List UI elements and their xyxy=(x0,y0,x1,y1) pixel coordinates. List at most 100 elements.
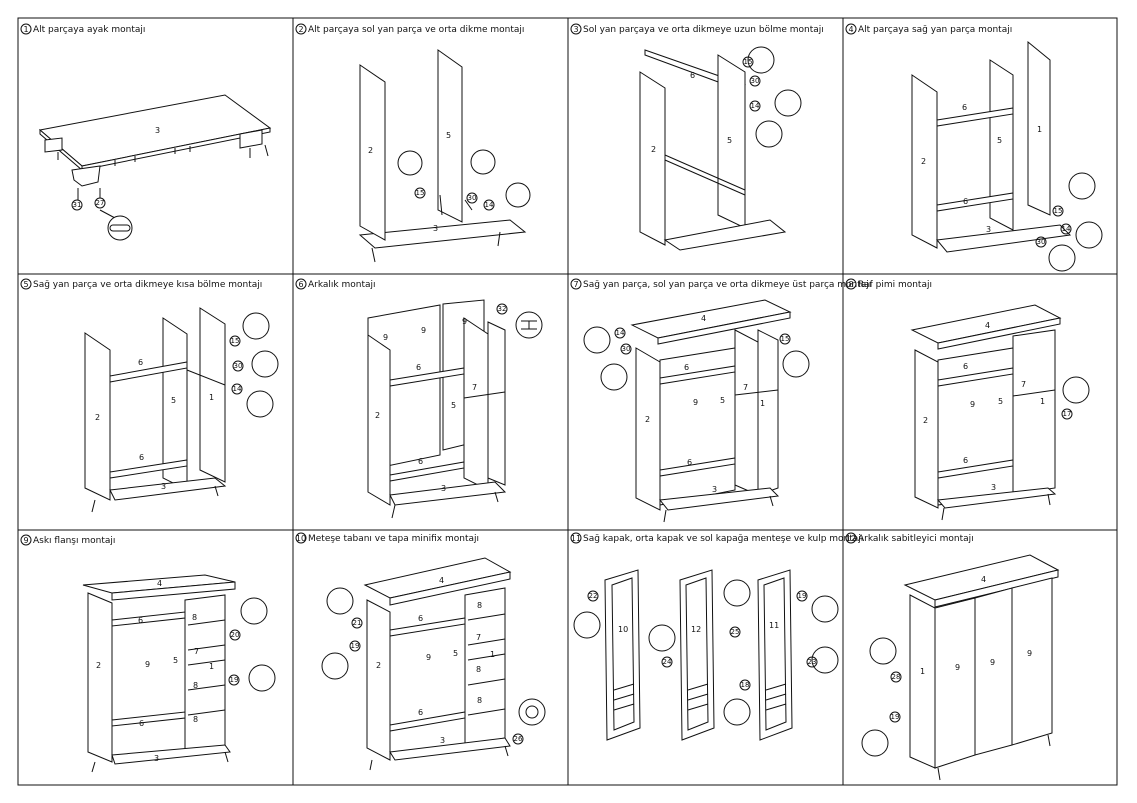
part-label: 1 xyxy=(1040,397,1045,406)
part-label: 1 xyxy=(490,650,495,659)
callout-badge xyxy=(496,303,508,315)
step-number: 1 xyxy=(23,25,28,34)
callout-number: 14 xyxy=(485,201,494,209)
callout-badge xyxy=(351,617,363,629)
callout-number: 15 xyxy=(744,58,753,66)
part-label: 5 xyxy=(727,136,732,145)
part-label: 8 xyxy=(477,601,482,610)
step-panel-5: 5 Sağ yan parça ve orta dikmeye kısa böl… xyxy=(20,278,279,513)
part-label: 6 xyxy=(962,103,967,112)
part-label: 3 xyxy=(440,736,445,745)
step-panel-7: 7 Sağ yan parça, sol yan parça ve orta d… xyxy=(570,278,871,523)
part-label: 6 xyxy=(416,363,421,372)
callout-badge xyxy=(512,733,524,745)
step-number-badge xyxy=(845,278,857,290)
part-label: 3 xyxy=(712,485,717,494)
callout-number: 27 xyxy=(96,199,105,207)
part-label: 2 xyxy=(95,413,100,422)
step-title: Arkalık sabitleyici montajı xyxy=(858,534,974,544)
callout-badge xyxy=(349,640,361,652)
callout-badge xyxy=(742,56,754,68)
step-title: Sol yan parçaya ve orta dikmeye uzun böl… xyxy=(583,25,824,35)
part-label: 9 xyxy=(990,658,995,667)
step-number-badge xyxy=(295,278,307,290)
part-label: 9 xyxy=(955,663,960,672)
carcass-drawing xyxy=(583,299,810,523)
callout-number: 14 xyxy=(233,385,242,393)
callout-number: 20 xyxy=(231,631,240,639)
step-number: 11 xyxy=(571,534,581,543)
part-label: 6 xyxy=(139,719,144,728)
part-label: 1 xyxy=(209,662,214,671)
callout-number: 14 xyxy=(1062,225,1071,233)
part-label: 5 xyxy=(451,401,456,410)
carcass-drawing xyxy=(910,304,1090,521)
part-label: 2 xyxy=(375,411,380,420)
part-label: 9 xyxy=(693,398,698,407)
part-label: 8 xyxy=(192,613,197,622)
step-number-badge xyxy=(20,278,32,290)
part-label: 2 xyxy=(376,661,381,670)
step-number-badge xyxy=(20,23,32,35)
callout-number: 19 xyxy=(230,676,239,684)
step-number: 9 xyxy=(23,536,28,545)
step-title: Askı flanşı montajı xyxy=(33,536,115,546)
part-label: 3 xyxy=(441,484,446,493)
callout-badge xyxy=(739,679,751,691)
part-label: 6 xyxy=(138,616,143,625)
part-label: 9 xyxy=(1027,649,1032,658)
callout-badge xyxy=(587,590,599,602)
step-title: Arkalık montajı xyxy=(308,280,376,290)
callout-number: 18 xyxy=(741,681,750,689)
step-title: Sağ kapak, orta kapak ve sol kapağa ment… xyxy=(583,534,863,544)
part-label: 3 xyxy=(991,483,996,492)
step-panel-3: 3 Sol yan parçaya ve orta dikmeye uzun b… xyxy=(570,23,824,251)
part-label: 12 xyxy=(691,625,701,634)
part-label: 5 xyxy=(171,396,176,405)
callout-number: 22 xyxy=(589,592,598,600)
callout-number: 17 xyxy=(1063,410,1072,418)
step-panel-10: 10 Meteşe tabanı ve tapa minifix montajı… xyxy=(295,532,546,771)
part-label: 6 xyxy=(139,453,144,462)
part-label: 5 xyxy=(998,397,1003,406)
step-panel-4: 4 Alt parçaya sağ yan parça montajı 6 2 … xyxy=(845,23,1103,272)
step-title: Alt parçaya sağ yan parça montajı xyxy=(858,25,1012,35)
callout-number: 31 xyxy=(73,201,82,209)
part-label: 6 xyxy=(684,363,689,372)
callout-number: 24 xyxy=(663,658,672,666)
callout-number: 32 xyxy=(498,305,507,313)
part-label: 9 xyxy=(145,660,150,669)
carcass-drawing xyxy=(358,49,531,263)
step-number: 8 xyxy=(848,280,853,289)
step-title: Sağ yan parça ve orta dikmeye kısa bölme… xyxy=(33,280,262,290)
step-panel-8: 8 Raf pimi montajı 4 6 2 9 5 7 1 6 3 17 xyxy=(845,278,1090,521)
part-label: 2 xyxy=(923,416,928,425)
callout-number: 15 xyxy=(231,337,240,345)
part-label: 1 xyxy=(209,393,214,402)
part-label: 3 xyxy=(161,482,166,491)
callout-badge xyxy=(71,199,83,211)
step-number-badge xyxy=(20,534,32,546)
callout-number: 15 xyxy=(1054,207,1063,215)
part-label: 4 xyxy=(981,575,986,584)
part-label: 6 xyxy=(963,197,968,206)
part-label: 5 xyxy=(720,396,725,405)
step-number-badge xyxy=(570,23,582,35)
callout-badge xyxy=(466,192,478,204)
step-panel-9: 9 Askı flanşı montajı 4 6 8 2 9 5 7 xyxy=(20,534,276,773)
step-number: 2 xyxy=(298,25,303,34)
step-number: 7 xyxy=(573,280,578,289)
carcass-drawing xyxy=(367,299,543,519)
step-title: Alt parçaya ayak montajı xyxy=(33,25,145,35)
step-panel-12: 12 Arkalık sabitleyici montajı 4 1 9 9 9… xyxy=(845,532,1060,781)
callout-badge xyxy=(806,656,818,668)
callout-number: 19 xyxy=(798,592,807,600)
part-label: 2 xyxy=(645,415,650,424)
callout-badge xyxy=(729,626,741,638)
step-title: Sağ yan parça, sol yan parça ve orta dik… xyxy=(583,280,871,290)
part-label: 4 xyxy=(985,321,990,330)
step-title: Raf pimi montajı xyxy=(858,280,932,290)
part-label: 4 xyxy=(701,314,706,323)
part-label: 8 xyxy=(193,681,198,690)
part-label: 11 xyxy=(769,621,779,630)
